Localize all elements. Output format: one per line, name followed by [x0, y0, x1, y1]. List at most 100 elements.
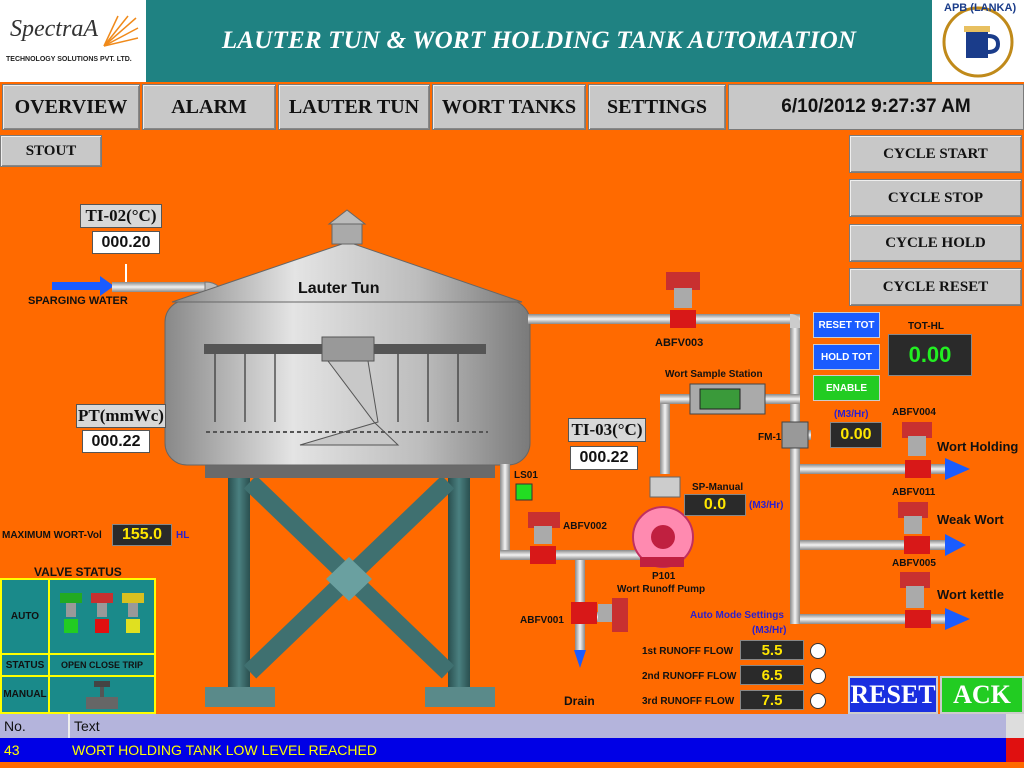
alarm-col-no: No.	[4, 718, 26, 734]
ls01-label: LS01	[514, 470, 538, 481]
abfv004-label: ABFV004	[892, 407, 936, 418]
sparging-water-label: SPARGING WATER	[28, 295, 128, 307]
alarm-scrollbar[interactable]	[1006, 714, 1024, 738]
reset-tot-button[interactable]: RESET TOT	[813, 312, 880, 338]
spectra-logo: SpectraA TECHNOLOGY SOLUTIONS PVT. LTD.	[0, 0, 146, 82]
runoff-flow-2-label: 2nd RUNOFF FLOW	[642, 671, 737, 682]
valve-abfv011[interactable]	[898, 502, 930, 554]
sp-manual-unit: (M3/Hr)	[749, 500, 784, 511]
nav-wort-tanks[interactable]: WORT TANKS	[432, 84, 586, 130]
runoff-flow-2-value[interactable]: 6.5	[740, 665, 804, 685]
runoff-flow-1-label: 1st RUNOFF FLOW	[642, 646, 734, 657]
tot-hl-label: TOT-HL	[908, 321, 944, 332]
max-wort-label: MAXIMUM WORT-Vol	[2, 530, 102, 541]
valve-open-icon	[60, 592, 82, 633]
runoff-flow-1-value[interactable]: 5.5	[740, 640, 804, 660]
pt-value: 000.22	[82, 430, 150, 453]
alarm-table-header: No. Text	[0, 714, 1024, 738]
stout-recipe-button[interactable]: STOUT	[0, 135, 102, 167]
nav-settings[interactable]: SETTINGS	[588, 84, 726, 130]
manual-valve-icon	[49, 676, 155, 713]
runoff-flow-3-value[interactable]: 7.5	[740, 690, 804, 710]
spectra-logo-text: SpectraA	[10, 16, 98, 42]
valve-close-icon	[91, 592, 113, 633]
pump-name-label: Wort Runoff Pump	[617, 584, 706, 595]
cycle-hold-button[interactable]: CYCLE HOLD	[849, 224, 1022, 262]
max-wort-value[interactable]: 155.0	[112, 524, 172, 546]
sp-manual-label: SP-Manual	[692, 482, 744, 493]
valve-status-status-label: STATUS	[1, 654, 49, 676]
fm1-value: 0.00	[830, 422, 882, 448]
alarm-col-text: Text	[74, 718, 100, 734]
valve-trip-icon	[122, 592, 144, 633]
sparging-pipe	[112, 282, 210, 292]
sparging-water-arrow	[52, 276, 114, 296]
page-title: LAUTER TUN & WORT HOLDING TANK AUTOMATIO…	[146, 0, 932, 82]
alarm-row-text: WORT HOLDING TANK LOW LEVEL REACHED	[72, 742, 377, 758]
ack-button[interactable]: ACK	[940, 676, 1024, 714]
valve-status-manual-label: MANUAL	[1, 676, 49, 713]
hold-tot-button[interactable]: HOLD TOT	[813, 344, 880, 370]
valve-abfv004[interactable]	[902, 422, 932, 478]
weak-wort-label: Weak Wort	[937, 512, 1004, 527]
alarm-row-no: 43	[4, 742, 20, 758]
valve-abfv001[interactable]	[571, 598, 628, 632]
valve-status-auto-icons	[49, 579, 155, 654]
max-wort-unit: HL	[176, 530, 190, 541]
abfv001-label: ABFV001	[520, 615, 564, 626]
valve-abfv005[interactable]	[900, 572, 931, 628]
valve-status-values: OPEN CLOSE TRIP	[49, 654, 155, 676]
abfv003-label: ABFV003	[655, 337, 704, 349]
pt-label: PT(mmWc)	[76, 404, 166, 428]
lauter-tun-vessel	[164, 209, 531, 466]
spectra-logo-subtitle: TECHNOLOGY SOLUTIONS PVT. LTD.	[6, 56, 132, 63]
apb-lanka-logo: APB (LANKA)	[932, 0, 1024, 82]
abfv002-label: ABFV002	[563, 521, 607, 532]
valve-abfv002[interactable]	[528, 512, 560, 564]
reset-button[interactable]: RESET	[848, 676, 938, 714]
lauter-tun-label: Lauter Tun	[298, 280, 380, 297]
table-row[interactable]: 43 WORT HOLDING TANK LOW LEVEL REACHED	[0, 738, 1024, 762]
datetime-display: 6/10/2012 9:27:37 AM	[728, 84, 1024, 130]
level-switch-ls01	[515, 483, 533, 501]
valve-abfv003[interactable]	[666, 272, 700, 328]
abfv005-label: ABFV005	[892, 558, 936, 569]
ti03-value: 000.22	[570, 446, 638, 470]
wort-kettle-label: Wort kettle	[937, 587, 1004, 602]
fm1-unit: (M3/Hr)	[834, 409, 869, 420]
cycle-stop-button[interactable]: CYCLE STOP	[849, 179, 1022, 217]
tot-hl-value: 0.00	[888, 334, 972, 376]
wort-runoff-pump	[632, 476, 694, 568]
ti03-label: TI-03(°C)	[568, 418, 646, 442]
apb-lanka-text: APB (LANKA)	[944, 2, 1017, 14]
valve-status-panel: AUTO STATUS OPEN CLOSE TRIP MANUAL	[0, 578, 156, 714]
wort-sample-station-label: Wort Sample Station	[665, 369, 763, 380]
cycle-start-button[interactable]: CYCLE START	[849, 135, 1022, 173]
sp-manual-value[interactable]: 0.0	[684, 494, 746, 516]
process-diagram	[52, 209, 970, 707]
auto-mode-title: Auto Mode Settings	[690, 610, 784, 621]
abfv011-label: ABFV011	[892, 487, 936, 498]
valve-status-auto-label: AUTO	[1, 579, 49, 654]
runoff-flow-3-label: 3rd RUNOFF FLOW	[642, 696, 735, 707]
auto-mode-unit: (M3/Hr)	[752, 625, 787, 636]
nav-alarm[interactable]: ALARM	[142, 84, 276, 130]
wort-holding-label: Wort Holding	[937, 439, 1019, 454]
enable-button[interactable]: ENABLE	[813, 375, 880, 401]
ti02-label: TI-02(°C)	[80, 204, 162, 228]
nav-lauter-tun[interactable]: LAUTER TUN	[278, 84, 430, 130]
process-piping	[500, 314, 970, 668]
nav-overview[interactable]: OVERVIEW	[2, 84, 140, 130]
alarm-row-scroll-indicator[interactable]	[1006, 738, 1024, 762]
cycle-reset-button[interactable]: CYCLE RESET	[849, 268, 1022, 306]
runoff-flow-1-indicator	[810, 643, 826, 659]
runoff-flow-2-indicator	[810, 668, 826, 684]
fm1-label: FM-1	[758, 432, 782, 443]
flowmeter-fm1	[781, 421, 809, 449]
beer-mug-icon	[942, 6, 1014, 78]
runoff-flow-3-indicator	[810, 693, 826, 709]
sunburst-icon	[103, 15, 139, 47]
valve-status-title: VALVE STATUS	[34, 565, 122, 579]
drain-label: Drain	[564, 694, 595, 708]
ti02-value: 000.20	[92, 231, 160, 254]
